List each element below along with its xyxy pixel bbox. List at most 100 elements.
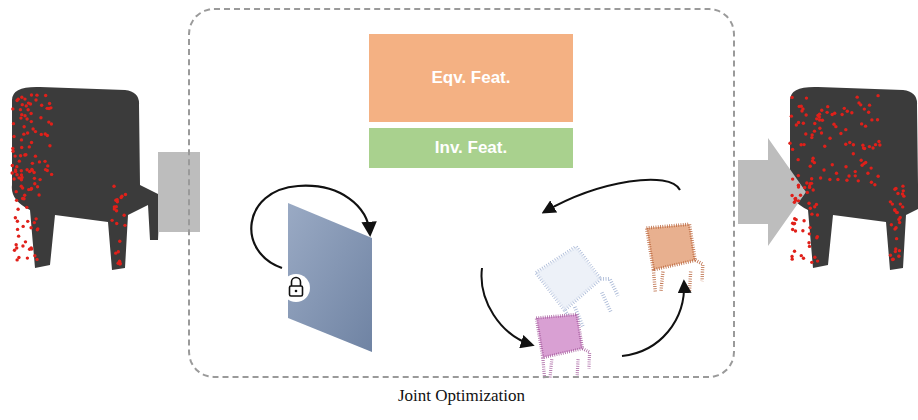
optimization-region: Joint OptimizationEqv. Feat.Inv. Feat. bbox=[188, 8, 735, 378]
sample-point bbox=[23, 97, 26, 100]
cycle-arrow bbox=[544, 180, 680, 212]
sample-point bbox=[860, 122, 863, 125]
sample-point bbox=[15, 165, 18, 168]
sample-point bbox=[19, 116, 22, 119]
sample-point bbox=[122, 214, 125, 217]
sample-point bbox=[26, 256, 29, 259]
sample-point bbox=[24, 240, 27, 243]
chair-mesh bbox=[12, 87, 160, 270]
sample-point bbox=[37, 193, 40, 196]
sample-point bbox=[890, 223, 893, 226]
sample-point bbox=[16, 228, 19, 231]
sample-point bbox=[15, 99, 18, 102]
sample-point bbox=[796, 158, 799, 161]
sample-point bbox=[35, 258, 38, 261]
sample-point bbox=[803, 186, 806, 189]
sample-point bbox=[790, 96, 793, 99]
sample-point bbox=[124, 193, 127, 196]
sample-point bbox=[855, 95, 858, 98]
sample-point bbox=[852, 152, 855, 155]
sample-point bbox=[30, 141, 33, 144]
sample-point bbox=[901, 184, 904, 187]
sample-point bbox=[896, 192, 899, 195]
sample-point bbox=[115, 198, 118, 201]
sample-point bbox=[10, 171, 13, 174]
sample-point bbox=[826, 105, 829, 108]
sample-point bbox=[831, 113, 834, 116]
sample-point bbox=[790, 114, 793, 117]
sample-point bbox=[25, 168, 28, 171]
sample-point bbox=[34, 130, 37, 133]
sample-point bbox=[828, 178, 831, 181]
sample-point bbox=[25, 104, 28, 107]
sample-point bbox=[16, 208, 19, 211]
sample-point bbox=[852, 143, 855, 146]
sample-point bbox=[871, 146, 874, 149]
sample-point bbox=[810, 212, 813, 215]
sample-point bbox=[113, 207, 116, 210]
sample-point bbox=[11, 164, 14, 167]
sample-point bbox=[802, 143, 805, 146]
sample-point bbox=[847, 174, 850, 177]
sample-point bbox=[791, 177, 794, 180]
sample-point bbox=[11, 107, 14, 110]
feature-box: Inv. Feat. bbox=[369, 128, 573, 168]
sample-point bbox=[12, 122, 15, 125]
sample-point bbox=[118, 240, 121, 243]
sample-point bbox=[808, 232, 811, 235]
sample-point bbox=[848, 141, 851, 144]
sample-point bbox=[836, 178, 839, 181]
sample-point bbox=[813, 255, 816, 258]
sample-point bbox=[840, 113, 843, 116]
sample-point bbox=[898, 221, 901, 224]
sample-point bbox=[26, 131, 29, 134]
sample-point bbox=[825, 111, 828, 114]
sample-point bbox=[791, 148, 794, 151]
sample-point bbox=[895, 237, 898, 240]
caption: Joint Optimization bbox=[190, 386, 733, 406]
sample-point bbox=[898, 249, 901, 252]
sample-point bbox=[44, 94, 47, 97]
sample-point bbox=[854, 174, 857, 177]
sample-point bbox=[29, 112, 32, 115]
sample-point bbox=[844, 165, 847, 168]
sample-point bbox=[13, 249, 16, 252]
sample-point bbox=[31, 127, 34, 130]
sample-point bbox=[864, 124, 867, 127]
sample-point bbox=[863, 107, 866, 110]
cycle-arrow bbox=[622, 282, 684, 356]
sample-point bbox=[902, 194, 905, 197]
sample-point bbox=[845, 179, 848, 182]
sample-point bbox=[802, 257, 805, 260]
sample-point bbox=[821, 119, 824, 122]
sample-point bbox=[14, 168, 17, 171]
sample-point bbox=[857, 179, 860, 182]
sample-point bbox=[892, 258, 895, 261]
sample-point bbox=[30, 120, 33, 123]
sample-point bbox=[822, 168, 825, 171]
sample-point bbox=[48, 144, 51, 147]
node-label: Inv. Feat. bbox=[435, 138, 507, 158]
sample-point bbox=[14, 216, 17, 219]
sample-point bbox=[844, 143, 847, 146]
sample-point bbox=[835, 172, 838, 175]
sample-point bbox=[36, 227, 39, 230]
sample-point bbox=[813, 161, 816, 164]
sample-point bbox=[813, 122, 816, 125]
sample-point bbox=[813, 129, 816, 132]
loop-arrow bbox=[251, 186, 370, 268]
chair-mesh bbox=[790, 87, 918, 270]
sample-point bbox=[794, 197, 797, 200]
sample-point bbox=[24, 153, 27, 156]
sample-point bbox=[19, 154, 22, 157]
sample-point bbox=[20, 138, 23, 141]
sample-point bbox=[804, 113, 807, 116]
sample-point bbox=[868, 145, 871, 148]
sample-point bbox=[33, 182, 36, 185]
sample-point bbox=[889, 254, 892, 257]
sample-point bbox=[47, 120, 50, 123]
sample-point bbox=[40, 104, 43, 107]
sample-point bbox=[46, 164, 49, 167]
sample-point bbox=[832, 123, 835, 126]
sample-point bbox=[831, 163, 834, 166]
